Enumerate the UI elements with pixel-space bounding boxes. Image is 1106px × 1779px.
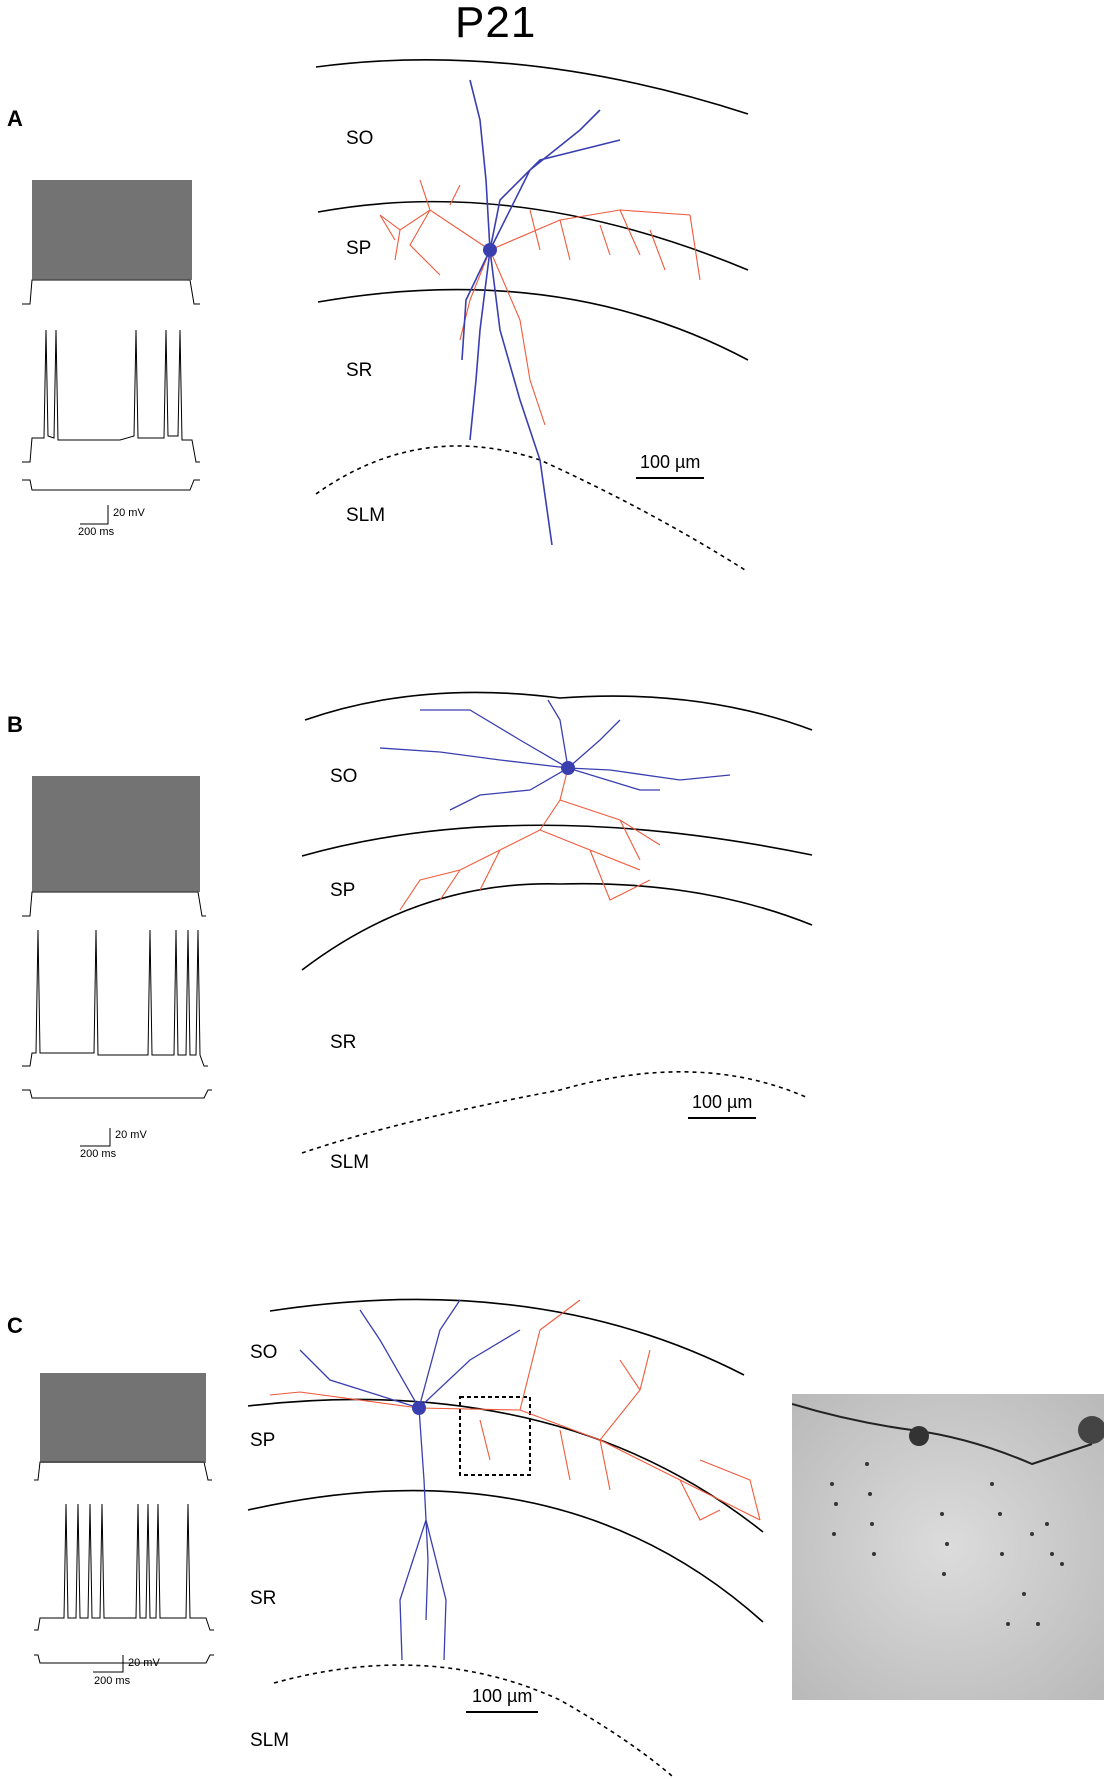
panel-letter-a: A <box>7 106 23 131</box>
panel-c-dendrites <box>299 1299 521 1661</box>
panel-b-soma <box>561 761 575 775</box>
panel-c-sparse-trace <box>34 1503 214 1664</box>
panel-c-label-slm: SLM <box>250 1730 290 1751</box>
panel-a-label-sp: SP <box>346 238 372 259</box>
figure-title: P21 <box>455 0 537 47</box>
panel-a-layer-boundaries <box>315 58 749 571</box>
panel-a-label-so: SO <box>346 128 374 149</box>
panel-b-axon <box>399 767 661 911</box>
panel-b-neuron <box>379 699 731 911</box>
panel-a-dendrites <box>461 79 621 546</box>
panel-b-dendrites <box>379 699 731 811</box>
panel-a-neuron <box>379 79 701 546</box>
panel-b-voltage-label: 20 mV <box>115 1129 147 1141</box>
panel-b-label-sr: SR <box>330 1032 357 1053</box>
panel-c-label-sr: SR <box>250 1588 277 1609</box>
panel-c-label-sp: SP <box>250 1430 276 1451</box>
panel-b-sparse-trace <box>22 929 212 1099</box>
axon-boutons-micrograph <box>791 1394 1106 1700</box>
panel-letter-c: C <box>7 1313 23 1338</box>
panel-c-soma <box>412 1401 426 1415</box>
panel-c-voltage-label: 20 mV <box>128 1657 160 1669</box>
panel-b-layer-boundaries <box>301 691 813 1154</box>
panel-b-label-sp: SP <box>330 880 356 901</box>
panel-c-scale-label: 100 µm <box>472 1686 533 1706</box>
panel-c-label-so: SO <box>250 1342 278 1363</box>
panel-a-label-sr: SR <box>346 360 373 381</box>
panel-c-ephys-scalebar <box>93 1655 124 1673</box>
panel-a-ephys-scalebar <box>80 505 109 525</box>
panel-b-label-slm: SLM <box>330 1152 370 1173</box>
panel-a-scale-label: 100 µm <box>640 452 701 472</box>
panel-a-axon <box>379 179 701 426</box>
panel-a-label-slm: SLM <box>346 505 386 526</box>
panel-b-ephys-scalebar <box>80 1128 111 1147</box>
panel-a-soma <box>483 243 497 257</box>
panel-b-spike-train <box>22 776 206 917</box>
panel-c-axon <box>269 1299 761 1521</box>
panel-b-scale-label: 100 µm <box>692 1092 753 1112</box>
panel-c-time-label: 200 ms <box>94 1675 131 1687</box>
panel-letter-b: B <box>7 712 23 737</box>
panel-c-layer-boundaries <box>247 1298 764 1777</box>
panel-b-label-so: SO <box>330 766 358 787</box>
panel-b-time-label: 200 ms <box>80 1148 117 1160</box>
panel-c-neuron <box>269 1299 761 1661</box>
panel-a-time-label: 200 ms <box>78 526 115 538</box>
panel-a-spike-train <box>22 180 200 305</box>
panel-c-spike-train <box>34 1373 212 1481</box>
panel-a-sparse-trace <box>22 329 200 491</box>
panel-a-voltage-label: 20 mV <box>113 507 145 519</box>
